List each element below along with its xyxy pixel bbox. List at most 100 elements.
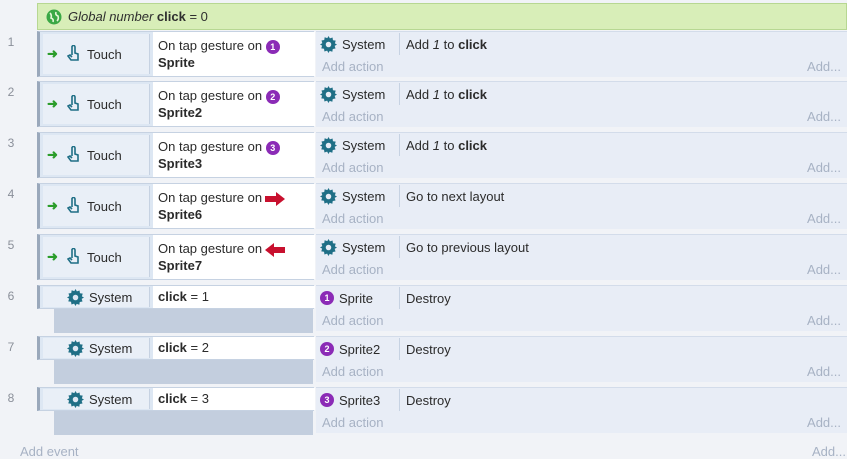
condition-block[interactable]: System click = 3 xyxy=(37,387,315,411)
condition-prefix: On tap gesture on xyxy=(158,241,263,256)
add-action-link[interactable]: Add action xyxy=(322,415,384,430)
action-object-label: System xyxy=(342,86,386,102)
trigger-arrow-icon: ➜ xyxy=(47,96,58,111)
action-row[interactable]: 2 Sprite2 Destroy xyxy=(316,337,847,361)
action-object: System xyxy=(316,134,400,156)
action-text: Add 1 to click xyxy=(406,36,488,52)
event-row[interactable]: System click = 2 2 Sprite2 Destroy Add a… xyxy=(37,336,847,384)
add-more-link[interactable]: Add... xyxy=(807,160,841,175)
condition-text[interactable]: click = 2 xyxy=(153,337,315,359)
add-more-link[interactable]: Add... xyxy=(807,59,841,74)
add-action-link[interactable]: Add action xyxy=(322,160,384,175)
action-block[interactable]: System Go to previous layout Add action … xyxy=(316,234,847,280)
condition-text[interactable]: click = 1 xyxy=(153,286,315,308)
action-block[interactable]: System Add 1 to click Add action Add... xyxy=(316,31,847,77)
sprite-icon: 1 xyxy=(265,39,280,54)
event-row[interactable]: System click = 1 1 Sprite Destroy Add ac… xyxy=(37,285,847,333)
action-row[interactable]: System Add 1 to click xyxy=(316,82,847,106)
action-block[interactable]: 1 Sprite Destroy Add action Add... xyxy=(316,285,847,331)
condition-object-label: Touch xyxy=(87,46,122,62)
event-row[interactable]: ➜ Touch On tap gesture on Sprite6 System… xyxy=(37,183,847,230)
gear-icon xyxy=(67,288,84,306)
event-row[interactable]: ➜ Touch On tap gesture on 3 Sprite3 Syst… xyxy=(37,132,847,179)
condition-block[interactable]: System click = 1 xyxy=(37,285,315,309)
add-action-link[interactable]: Add action xyxy=(322,109,384,124)
condition-target: Sprite6 xyxy=(158,207,203,222)
add-action-link[interactable]: Add action xyxy=(322,313,384,328)
condition-empty-area[interactable] xyxy=(54,411,313,435)
event-row[interactable]: ➜ Touch On tap gesture on 2 Sprite2 Syst… xyxy=(37,81,847,128)
action-row[interactable]: System Go to previous layout xyxy=(316,235,847,259)
add-more-link[interactable]: Add... xyxy=(807,262,841,277)
condition-empty-area[interactable] xyxy=(54,360,313,384)
condition-object[interactable]: ➜ Touch xyxy=(43,34,150,74)
condition-block[interactable]: System click = 2 xyxy=(37,336,315,360)
action-object-label: System xyxy=(342,239,386,255)
condition-object[interactable]: ➜ Touch xyxy=(43,84,150,124)
condition-object-label: Touch xyxy=(87,249,122,265)
event-row[interactable]: System click = 3 3 Sprite3 Destroy Add a… xyxy=(37,387,847,435)
event-number: 8 xyxy=(7,391,15,405)
condition-block[interactable]: ➜ Touch On tap gesture on Sprite7 xyxy=(37,234,315,280)
add-event-more-link[interactable]: Add... xyxy=(812,444,846,459)
add-action-link[interactable]: Add action xyxy=(322,211,384,226)
add-more-link[interactable]: Add... xyxy=(807,415,841,430)
condition-object[interactable]: ➜ Touch xyxy=(43,135,150,175)
event-row[interactable]: ➜ Touch On tap gesture on 1 Sprite Syste… xyxy=(37,31,847,78)
action-row[interactable]: 3 Sprite3 Destroy xyxy=(316,388,847,412)
add-more-link[interactable]: Add... xyxy=(807,364,841,379)
condition-object-label: System xyxy=(89,289,133,305)
action-block[interactable]: System Add 1 to click Add action Add... xyxy=(316,81,847,127)
add-event-link[interactable]: Add event xyxy=(20,444,79,459)
add-action-link[interactable]: Add action xyxy=(322,364,384,379)
add-more-link[interactable]: Add... xyxy=(807,211,841,226)
right-arrow-icon xyxy=(265,191,286,206)
condition-line: On tap gesture on 3 xyxy=(158,138,315,155)
condition-text[interactable]: On tap gesture on 2 Sprite2 xyxy=(153,82,315,126)
condition-object[interactable]: ➜ Touch xyxy=(43,237,150,277)
add-action-link[interactable]: Add action xyxy=(322,59,384,74)
add-action-link[interactable]: Add action xyxy=(322,262,384,277)
global-var-name: click xyxy=(156,9,186,24)
condition-object[interactable]: System xyxy=(43,389,150,409)
action-text: Destroy xyxy=(406,341,451,357)
condition-text[interactable]: On tap gesture on Sprite7 xyxy=(153,235,315,279)
condition-object[interactable]: System xyxy=(43,338,150,358)
global-variable-row[interactable]: Global number click = 0 xyxy=(37,3,847,30)
condition-block[interactable]: ➜ Touch On tap gesture on 3 Sprite3 xyxy=(37,132,315,178)
action-block[interactable]: 2 Sprite2 Destroy Add action Add... xyxy=(316,336,847,382)
action-row[interactable]: System Add 1 to click xyxy=(316,32,847,56)
action-text: Add 1 to click xyxy=(406,137,488,153)
condition-block[interactable]: ➜ Touch On tap gesture on 2 Sprite2 xyxy=(37,81,315,127)
action-block[interactable]: 3 Sprite3 Destroy Add action Add... xyxy=(316,387,847,433)
condition-text[interactable]: On tap gesture on Sprite6 xyxy=(153,184,315,228)
condition-line: click = 2 xyxy=(158,340,209,355)
add-more-link[interactable]: Add... xyxy=(807,313,841,328)
action-object: System xyxy=(316,33,400,55)
condition-target: Sprite3 xyxy=(158,156,203,171)
action-block[interactable]: System Go to next layout Add action Add.… xyxy=(316,183,847,229)
condition-empty-area[interactable] xyxy=(54,309,313,333)
condition-object[interactable]: System xyxy=(43,287,150,307)
condition-block[interactable]: ➜ Touch On tap gesture on Sprite6 xyxy=(37,183,315,229)
action-object-label: System xyxy=(342,137,386,153)
event-row[interactable]: ➜ Touch On tap gesture on Sprite7 System… xyxy=(37,234,847,281)
condition-object-label: System xyxy=(89,391,133,407)
action-block[interactable]: System Add 1 to click Add action Add... xyxy=(316,132,847,178)
condition-block[interactable]: ➜ Touch On tap gesture on 1 Sprite xyxy=(37,31,315,77)
condition-object[interactable]: ➜ Touch xyxy=(43,186,150,226)
condition-text[interactable]: On tap gesture on 3 Sprite3 xyxy=(153,133,315,177)
condition-text[interactable]: On tap gesture on 1 Sprite xyxy=(153,32,315,76)
condition-line: On tap gesture on xyxy=(158,189,315,206)
add-more-link[interactable]: Add... xyxy=(807,109,841,124)
touch-icon xyxy=(67,45,79,61)
trigger-arrow-icon: ➜ xyxy=(47,147,58,162)
condition-text[interactable]: click = 3 xyxy=(153,388,315,410)
action-row[interactable]: System Go to next layout xyxy=(316,184,847,208)
gear-icon xyxy=(320,187,337,205)
action-text: Go to next layout xyxy=(406,188,505,204)
condition-prefix: On tap gesture on xyxy=(158,88,263,103)
action-object: 3 Sprite3 xyxy=(316,389,400,411)
action-row[interactable]: 1 Sprite Destroy xyxy=(316,286,847,310)
action-row[interactable]: System Add 1 to click xyxy=(316,133,847,157)
